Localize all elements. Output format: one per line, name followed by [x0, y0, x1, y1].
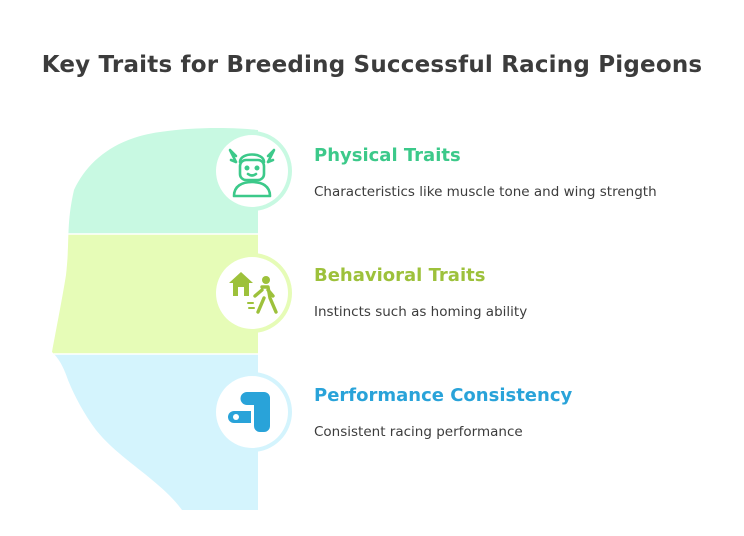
behavioral-traits-title: Behavioral Traits: [314, 265, 486, 286]
workflow-logo-icon: [228, 392, 270, 432]
performance-icon-badge: [212, 372, 292, 452]
home-walking-person-icon: [229, 272, 278, 314]
physical-traits-title: Physical Traits: [314, 145, 461, 166]
head-section-performance: [52, 354, 258, 510]
physical-icon-badge: [212, 131, 292, 211]
behavioral-traits-description: Instincts such as homing ability: [314, 304, 528, 320]
behavioral-icon-badge: [212, 253, 292, 333]
winged-person-icon: [228, 148, 276, 198]
performance-consistency-title: Performance Consistency: [314, 385, 573, 406]
physical-traits-description: Characteristics like muscle tone and win…: [314, 184, 657, 200]
performance-consistency-description: Consistent racing performance: [314, 424, 523, 440]
page-title: Key Traits for Breeding Successful Racin…: [41, 52, 703, 78]
